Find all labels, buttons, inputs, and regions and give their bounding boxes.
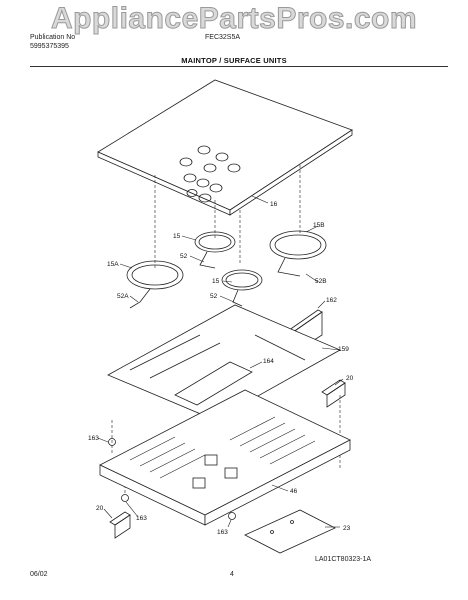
part-burner-box-46: [99, 389, 351, 526]
callout-15a: 15A: [107, 261, 119, 268]
part-163-c: [228, 512, 236, 520]
callout-46: 46: [290, 488, 298, 495]
vent-slots: [129, 416, 316, 479]
callout-163-c: 163: [217, 529, 228, 536]
callout-163-a: 163: [88, 435, 99, 442]
callout-52: 52: [180, 253, 188, 260]
publication-number: 5995375395: [30, 43, 69, 50]
part-surface-unit-15a: [126, 260, 184, 309]
callout-15-front: 15: [212, 278, 220, 285]
callout-20-left: 20: [96, 505, 104, 512]
section-title: MAINTOP / SURFACE UNITS: [181, 56, 287, 65]
header-rule: [30, 66, 448, 67]
control-knobs: [179, 145, 241, 203]
callout-16: 16: [270, 201, 278, 208]
part-surface-unit-15: [194, 231, 236, 269]
callout-163-b: 163: [136, 515, 147, 522]
part-163-b: [121, 494, 129, 502]
callout-164: 164: [263, 358, 274, 365]
callout-52a: 52A: [117, 293, 129, 300]
drawing-id: LA01CT80323-1A: [315, 556, 372, 563]
watermark-logo: AppliancePartsPros.com: [50, 2, 418, 36]
part-163-a: [108, 438, 116, 446]
footer-date: 06/02: [30, 571, 48, 578]
callout-15: 15: [173, 233, 181, 240]
callout-23: 23: [343, 525, 351, 532]
part-maintop: [97, 79, 353, 216]
callout-162: 162: [326, 297, 337, 304]
publication-label: Publication No: [30, 34, 76, 41]
model-number: FEC32S5A: [205, 34, 241, 41]
part-bracket-20-left: [109, 511, 131, 539]
part-plate-23: [244, 509, 336, 554]
callout-labels: 16 15 15B 52 15A 52B 52 15 52A 162 164 1…: [88, 201, 354, 536]
callout-leaders: [97, 195, 344, 528]
callout-52b: 52B: [315, 278, 327, 285]
part-bracket-20-right: [321, 379, 346, 408]
page-number: 4: [230, 571, 234, 578]
callout-20-right: 20: [346, 375, 354, 382]
callout-52-front: 52: [210, 293, 218, 300]
part-surface-unit-15-front: [221, 269, 263, 307]
part-surface-unit-15b: [269, 230, 327, 277]
callout-15b: 15B: [313, 222, 325, 229]
callout-159: 159: [338, 346, 349, 353]
